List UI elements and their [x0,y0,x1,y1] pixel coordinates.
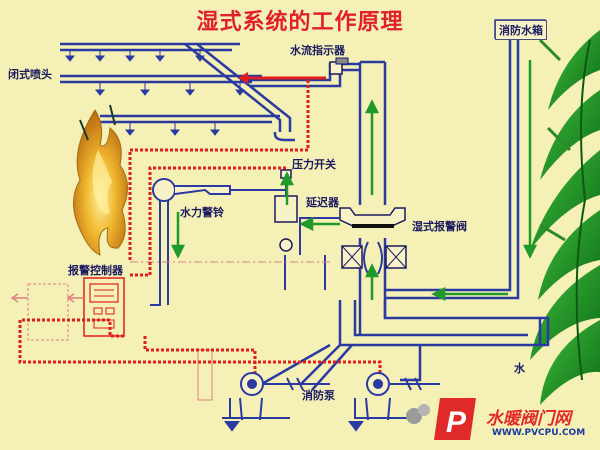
sprinkler-pipes [60,42,360,142]
fire-flame [73,104,128,256]
watermark-url: WWW.PVCPU.COM [492,428,586,438]
alarm-controller-box [10,277,125,341]
flow-arrows [170,60,538,302]
label-pressure-switch: 压力开关 [292,158,336,171]
sprinkler-heads [64,50,246,136]
label-retard-chamber: 延迟器 [306,196,339,209]
label-alarm-valve: 湿式报警阀 [412,220,467,233]
watermark-text: 水暖阀门网 [486,409,571,429]
label-closed-sprinkler: 闭式喷头 [8,68,52,81]
watermark-logo: P [406,398,476,440]
diagram-title: 湿式系统的工作原理 [196,10,404,35]
label-flow-indicator: 水流指示器 [290,44,345,57]
watermark-logo-letter: P [446,406,467,439]
water-gong [152,178,176,202]
drain-valve [279,238,293,252]
label-alarm-controller: 报警控制器 [68,264,123,277]
signal-arrow [238,72,326,84]
bamboo-decoration [530,30,600,405]
junction-box [197,349,213,401]
label-water-gong: 水力警铃 [180,206,224,219]
water-motor [174,185,231,195]
label-fire-tank: 消防水箱 [495,20,547,40]
fire-pumps [222,372,440,432]
label-fire-pump: 消防泵 [302,389,335,402]
signal-lines [18,80,382,382]
flow-indicator [329,57,349,75]
label-water-partial: 水 [514,362,525,375]
alarm-valve-body [339,207,407,275]
